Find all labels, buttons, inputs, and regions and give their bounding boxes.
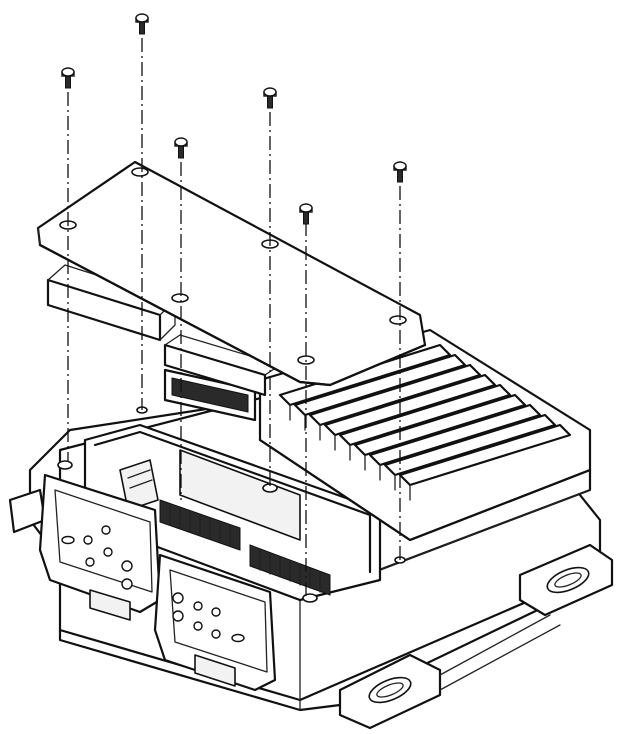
screw-4 — [174, 137, 188, 159]
pin-block-upper — [159, 499, 241, 551]
connector-cavity — [83, 423, 382, 602]
screw-1 — [135, 13, 149, 35]
pin-block-lower — [249, 544, 331, 596]
screws — [61, 13, 407, 225]
housing-holes — [57, 406, 406, 603]
bracket-center — [163, 334, 281, 397]
mounting-flange-front — [338, 653, 442, 730]
screw-5 — [299, 203, 313, 225]
connector-plug-right — [153, 553, 277, 692]
cover-plate — [36, 160, 427, 387]
heatsink — [258, 328, 592, 542]
heatsink-fins — [278, 343, 572, 501]
cover-hole-4 — [171, 293, 189, 303]
screw-3 — [263, 87, 277, 109]
assembly-axis-lines — [67, 38, 401, 598]
cover-hole-5 — [389, 315, 407, 325]
cover-hole-1 — [131, 167, 149, 177]
base-rail — [439, 614, 561, 691]
mounting-flange-right — [518, 543, 614, 617]
screw-6 — [393, 161, 407, 183]
screw-2 — [61, 67, 75, 89]
connector-plug-left — [38, 473, 162, 621]
